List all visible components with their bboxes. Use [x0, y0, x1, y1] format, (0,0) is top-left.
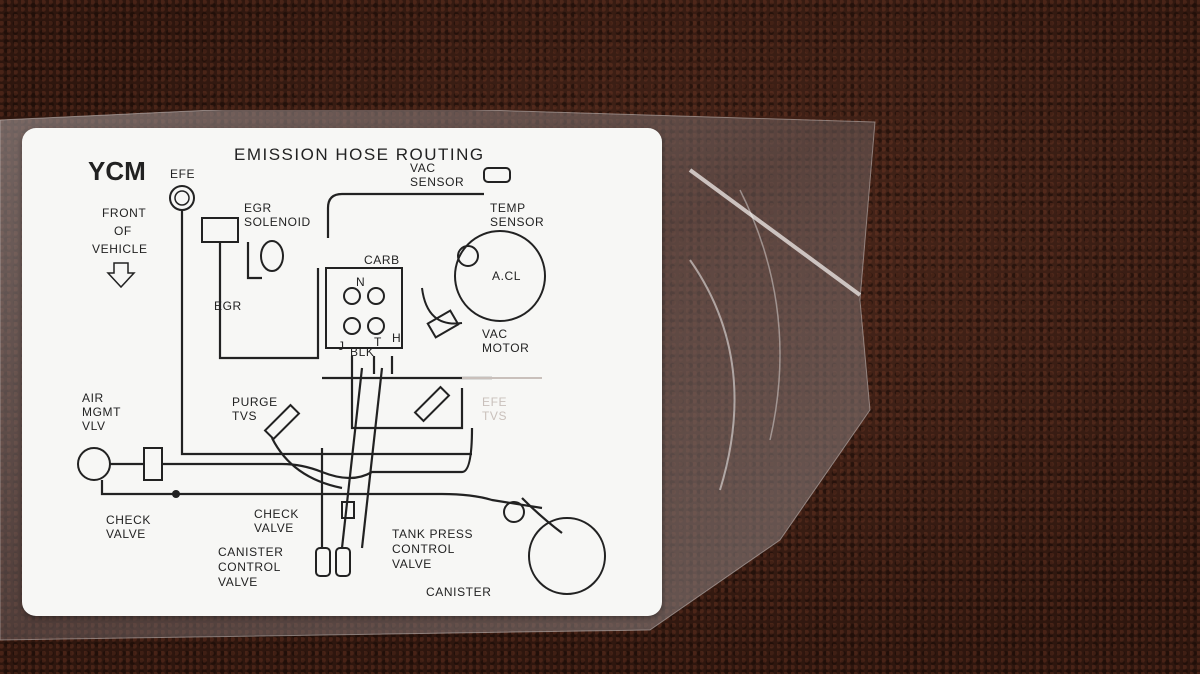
carb-port-n: N	[356, 275, 365, 289]
check-valve-left-label-2: VALVE	[106, 527, 146, 541]
vac-motor-label-2: MOTOR	[482, 341, 529, 355]
air-mgmt-label-3: VLV	[82, 419, 106, 433]
temp-sensor-icon	[457, 245, 479, 267]
efe-tvs-icon	[413, 385, 451, 423]
vac-sensor-label-2: SENSOR	[410, 175, 464, 189]
hose-routing-diagram: EMISSION HOSE ROUTING YCM EFE FRONT OF V…	[77, 145, 606, 599]
title-text: EMISSION HOSE ROUTING YCM	[88, 145, 485, 186]
egr-solenoid-label-1: EGR	[244, 201, 272, 215]
egr-valve-icon	[260, 240, 284, 272]
vac-sensor-label-1: VAC	[410, 161, 436, 175]
efe-tvs-label-2: TVS	[482, 409, 507, 423]
vac-sensor-icon	[483, 167, 511, 183]
canister-icon	[528, 517, 606, 595]
carb-port-blk: BLK	[350, 345, 374, 359]
canister-control-label-3: VALVE	[218, 575, 258, 589]
temp-sensor-label-1: TEMP	[490, 201, 526, 215]
carb-port-t: T	[374, 335, 382, 349]
of-label: OF	[114, 224, 132, 238]
hose-lines	[100, 192, 563, 549]
air-mgmt-label-2: MGMT	[82, 405, 121, 419]
vac-motor-label-1: VAC	[482, 327, 508, 341]
carb-label: CARB	[364, 253, 400, 267]
carb-port-j: J	[338, 339, 345, 353]
purge-tvs-icon	[263, 403, 301, 441]
air-mgmt-label-1: AIR	[82, 391, 104, 405]
tank-press-valve-icon	[503, 501, 525, 523]
vac-motor-icon	[426, 309, 460, 339]
tank-press-label-3: VALVE	[392, 557, 432, 571]
check-valve-mid-icon	[341, 501, 355, 519]
check-valve-mid-label-2: VALVE	[254, 521, 294, 535]
diagram-title: EMISSION HOSE ROUTING	[234, 145, 485, 164]
front-label: FRONT	[102, 206, 146, 220]
egr-solenoid-label-2: SOLENOID	[244, 215, 311, 229]
canister-control-valve-icon	[315, 547, 331, 577]
canister-label: CANISTER	[426, 585, 491, 599]
emission-label-card: EMISSION HOSE ROUTING YCM EFE FRONT OF V…	[22, 128, 662, 616]
egr-solenoid-icon	[201, 217, 239, 243]
vehicle-label: VEHICLE	[92, 242, 148, 256]
down-arrow-icon	[106, 262, 136, 289]
carb-port-h: H	[392, 331, 401, 345]
efe-label: EFE	[170, 167, 195, 181]
efe-ring-icon	[169, 185, 195, 211]
purge-tvs-label-2: TVS	[232, 409, 257, 423]
canister-control-label-1: CANISTER	[218, 545, 283, 559]
efe-tvs-label-1: EFE	[482, 395, 507, 409]
temp-sensor-label-2: SENSOR	[490, 215, 544, 229]
check-valve-mid-label-1: CHECK	[254, 507, 299, 521]
engine-code: YCM	[88, 156, 146, 186]
egr-valve-label: EGR	[214, 299, 242, 313]
purge-tvs-label-1: PURGE	[232, 395, 278, 409]
check-valve-left-icon	[172, 490, 180, 498]
tank-press-label-1: TANK PRESS	[392, 527, 473, 541]
carburetor-icon	[325, 267, 403, 349]
tank-press-label-2: CONTROL	[392, 542, 455, 556]
air-cleaner-icon	[454, 230, 546, 322]
air-cleaner-label: A.CL	[492, 269, 521, 283]
check-valve-left-label-1: CHECK	[106, 513, 151, 527]
air-mgmt-valve-icon	[77, 447, 111, 481]
canister-control-label-2: CONTROL	[218, 560, 281, 574]
